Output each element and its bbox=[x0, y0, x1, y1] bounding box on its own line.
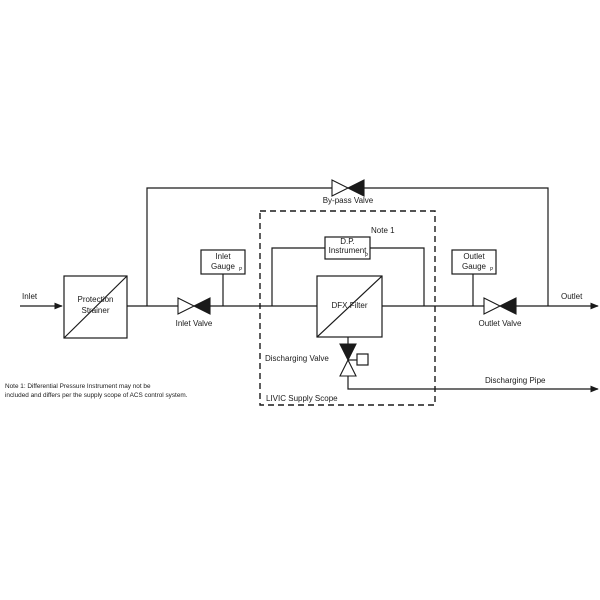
bypass-valve-label: By-pass Valve bbox=[322, 196, 374, 205]
discharging-pipe-label: Discharging Pipe bbox=[485, 376, 546, 385]
strainer-label-1: Protection bbox=[77, 295, 114, 304]
outlet-valve-label: Outlet Valve bbox=[478, 319, 522, 328]
bypass-valve-icon bbox=[331, 179, 365, 197]
dp-instrument-symbol: P bbox=[365, 253, 369, 259]
strainer-diagonal bbox=[63, 275, 128, 339]
outlet-gauge bbox=[451, 249, 497, 275]
bypass-pipe bbox=[146, 187, 332, 306]
discharging-valve-icon bbox=[339, 343, 369, 377]
inlet-gauge-label-2: Gauge bbox=[210, 262, 236, 271]
filter-diagonal bbox=[316, 275, 383, 338]
outlet-gauge-label-2: Gauge bbox=[461, 262, 487, 271]
outlet-gauge-label-1: Outlet bbox=[463, 252, 485, 261]
inlet-valve-label: Inlet Valve bbox=[175, 319, 213, 328]
strainer-label-2: Strainer bbox=[81, 306, 110, 315]
dp-instrument-label-1: D.P. bbox=[340, 237, 355, 246]
dp-instrument bbox=[324, 236, 371, 260]
footnote-line-1: Note 1: Differential Pressure Instrument… bbox=[5, 383, 151, 390]
dfx-filter-label: DFX Filter bbox=[331, 301, 368, 310]
inlet-label: Inlet bbox=[22, 292, 38, 301]
bypass-pipe-return bbox=[364, 187, 549, 306]
dp-instrument-line-left bbox=[271, 247, 325, 306]
inlet-gauge-label-1: Inlet bbox=[215, 252, 231, 261]
discharging-valve-label: Discharging Valve bbox=[265, 354, 329, 363]
discharge-pipe bbox=[347, 376, 599, 393]
inlet-gauge bbox=[200, 249, 246, 275]
outlet-gauge-symbol: P bbox=[490, 267, 494, 273]
outlet-label: Outlet bbox=[561, 292, 583, 301]
inlet-gauge-symbol: P bbox=[239, 267, 243, 273]
inlet-valve-icon bbox=[177, 297, 211, 315]
note-ref-label: Note 1 bbox=[371, 226, 395, 235]
outlet-valve-icon bbox=[483, 297, 517, 315]
footnote-line-2: included and differs per the supply scop… bbox=[5, 392, 188, 399]
dp-instrument-line-right bbox=[370, 247, 425, 306]
supply-scope-label: LIVIC Supply Scope bbox=[266, 394, 338, 403]
dp-instrument-label-2: Instrument bbox=[328, 246, 367, 255]
supply-scope-boundary bbox=[259, 210, 436, 406]
